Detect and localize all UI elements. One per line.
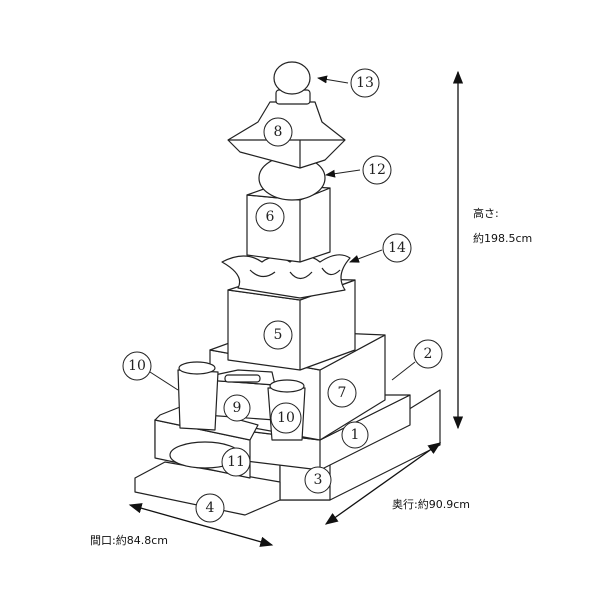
height-label: 高さ: — [473, 207, 499, 220]
flower-vase-left — [177, 361, 219, 431]
depth-label: 奥行:約90.9cm — [392, 498, 470, 511]
callout-6: 6 — [266, 209, 275, 225]
callout-10-right: 10 — [277, 410, 295, 426]
callout-10-left: 10 — [128, 358, 146, 374]
callout-12: 12 — [368, 162, 386, 178]
height-value: 約198.5cm — [473, 232, 533, 245]
callout-14: 14 — [388, 240, 406, 256]
callout-3: 3 — [314, 472, 323, 488]
callout-4: 4 — [206, 500, 215, 516]
callout-2: 2 — [424, 346, 433, 362]
depth-arrow — [324, 442, 442, 525]
callout-7: 7 — [338, 385, 347, 401]
callout-1: 1 — [351, 427, 360, 443]
callout-11: 11 — [227, 454, 245, 470]
callout-13: 13 — [356, 75, 374, 91]
callout-5: 5 — [274, 327, 283, 343]
callout-8: 8 — [274, 124, 283, 140]
width-label: 間口:約84.8cm — [90, 534, 168, 547]
lotus-carving — [221, 254, 351, 299]
finial-stone — [273, 61, 311, 105]
callout-9: 9 — [233, 400, 242, 416]
width-arrow — [128, 503, 274, 547]
water-basin — [204, 369, 276, 421]
